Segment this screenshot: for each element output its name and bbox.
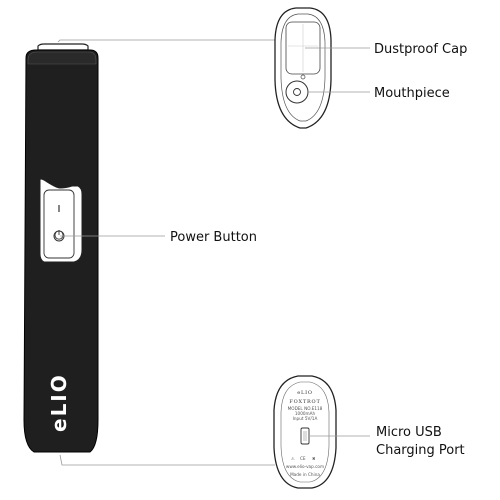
bottom-model: FOXTROT xyxy=(289,399,320,405)
bottom-origin: Made in China xyxy=(290,472,320,477)
label-power-button: Power Button xyxy=(170,230,257,245)
top-ring xyxy=(37,43,89,51)
bottom-capacity: 1000mAh xyxy=(295,411,316,416)
body-brand-logo: eLIO xyxy=(47,373,71,432)
label-micro-usb-line2: Charging Port xyxy=(376,443,465,458)
bottom-model-code: MODEL NO.E118 xyxy=(288,406,323,411)
svg-text:CE: CE xyxy=(300,456,306,461)
bottom-website: www.elio-vap.com xyxy=(286,464,324,469)
bottom-input: Input 5V/1A xyxy=(293,416,318,421)
bottom-leader-line xyxy=(59,454,275,466)
label-micro-usb-line1: Micro USB xyxy=(376,425,442,440)
certification-marks: ⚠ CE ✖ xyxy=(291,456,316,461)
top-leader-line xyxy=(57,39,275,43)
bottom-brand-logo: eLIO xyxy=(297,390,313,396)
svg-text:⚠: ⚠ xyxy=(291,456,295,461)
top-view xyxy=(274,7,332,129)
button-panel xyxy=(43,189,75,259)
label-dustproof-cap: Dustproof Cap xyxy=(374,42,467,57)
label-mouthpiece: Mouthpiece xyxy=(374,86,450,101)
device-body xyxy=(23,43,99,453)
svg-text:✖: ✖ xyxy=(312,456,316,461)
bottom-view xyxy=(273,375,337,489)
